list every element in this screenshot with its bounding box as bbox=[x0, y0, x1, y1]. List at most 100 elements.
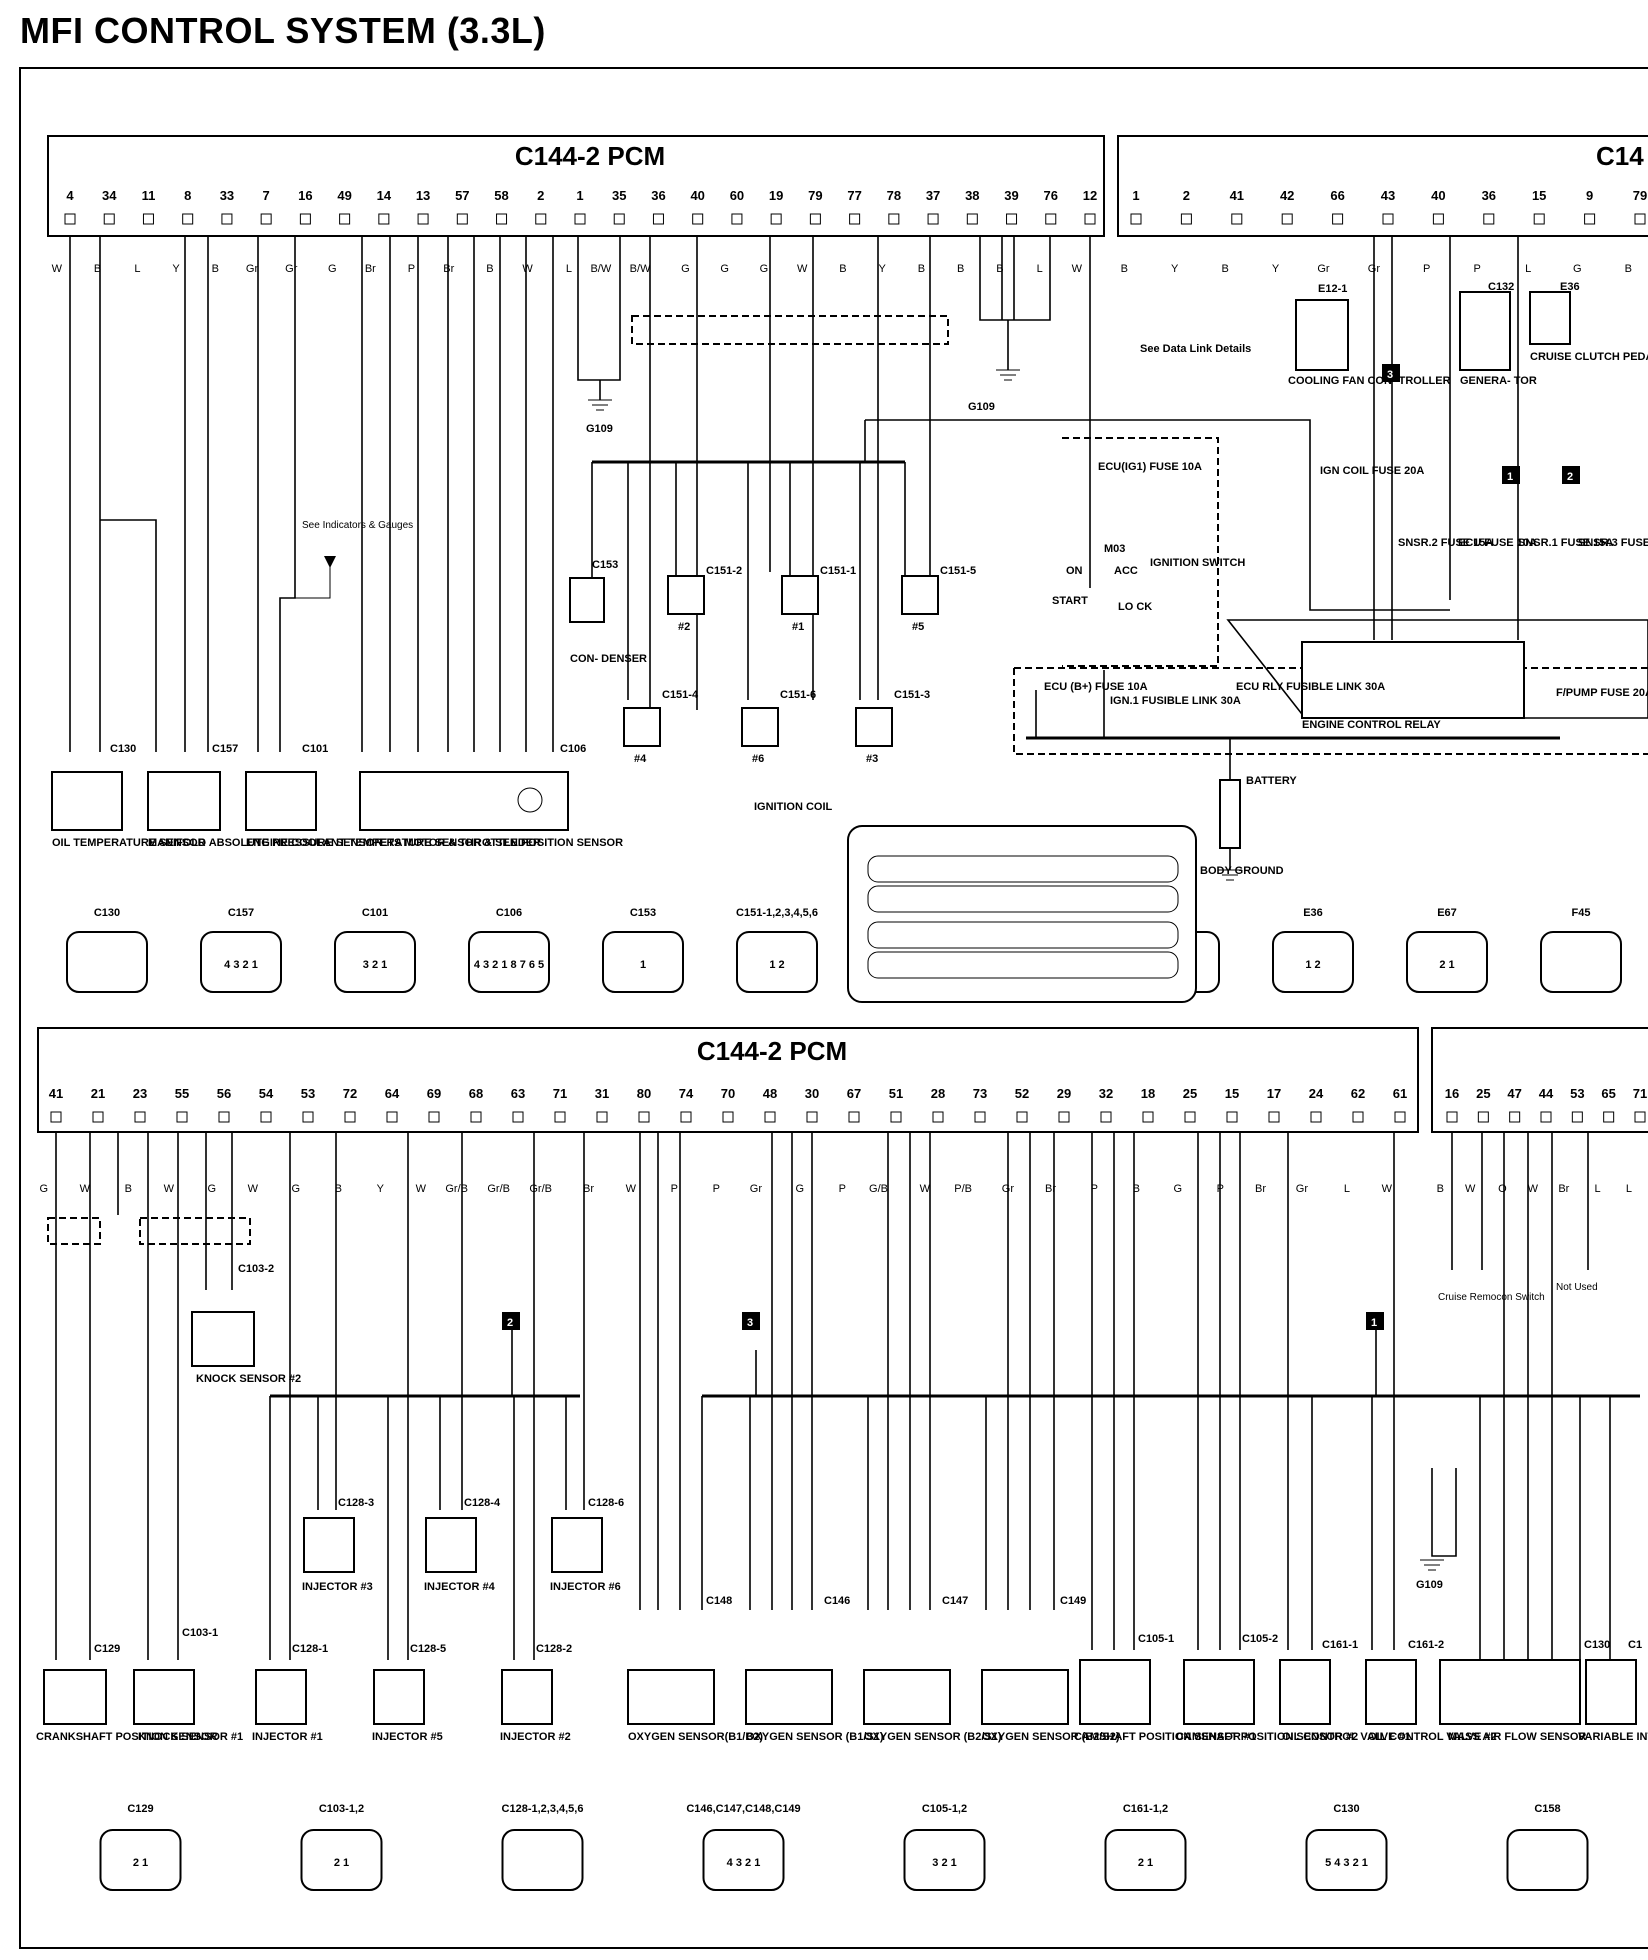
ocv1-box bbox=[1279, 1659, 1331, 1725]
top2-wire-color: P bbox=[1473, 263, 1480, 275]
bottom-wire-color: W bbox=[164, 1183, 175, 1195]
label-fuse-ign-coil: IGN COIL FUSE 20A bbox=[1320, 465, 1424, 477]
bottom-connector-pins: 2 1 bbox=[133, 1857, 148, 1869]
top-pin-terminal bbox=[142, 213, 154, 225]
label-c105-2: C105-2 bbox=[1242, 1633, 1278, 1645]
bottom2-pin-terminal bbox=[1634, 1111, 1646, 1123]
bottom-labels: Cruise Remocon Switch Not Used G109 KNOC… bbox=[36, 1263, 1648, 1743]
top-pin-terminal bbox=[1084, 213, 1096, 225]
label-c105-1: C105-1 bbox=[1138, 1633, 1174, 1645]
bottom2-wire-color: W bbox=[1465, 1183, 1476, 1195]
label-cruise-clutch: CRUISE CLUTCH PEDAL POSITION SWITCH bbox=[1530, 351, 1648, 363]
bottom-wire-color: W bbox=[1382, 1183, 1393, 1195]
bottom-connector-name: C103-1,2 bbox=[319, 1803, 364, 1815]
diagram-frame bbox=[19, 67, 1648, 1949]
top-wire-color: W bbox=[1072, 263, 1083, 275]
pcm2-top-label: C14 bbox=[1596, 141, 1644, 171]
label-g109-bottom: G109 bbox=[1416, 1579, 1443, 1591]
label-c151-4: C151-4 bbox=[662, 689, 699, 701]
bottom-wire-color: G bbox=[39, 1183, 48, 1195]
top-wire-color: B bbox=[94, 263, 101, 275]
label-c161-2: C161-2 bbox=[1408, 1639, 1444, 1651]
bottom-pin-row: 41G21W23B55W56G54W53G72B64Y69W68Gr/B63Gr… bbox=[39, 1086, 1407, 1195]
bottom-pin-21: 21 bbox=[91, 1086, 105, 1101]
label-coil-4: #4 bbox=[634, 753, 647, 765]
top2-pin-15: 15 bbox=[1532, 188, 1546, 203]
top-pin-terminal bbox=[221, 213, 233, 225]
top-pin-terminal bbox=[888, 213, 900, 225]
ets-motor-box bbox=[359, 771, 569, 831]
label-ets: ETS MOTOR & THROTTLE POSITION SENSOR bbox=[380, 837, 623, 849]
top-pin-19: 19 bbox=[769, 188, 783, 203]
coil-5-box bbox=[901, 575, 939, 615]
bottom-connector-name: C146,C147,C148,C149 bbox=[686, 1803, 800, 1815]
bottom-connector-name: C129 bbox=[127, 1803, 153, 1815]
marker-1-top bbox=[1502, 466, 1520, 484]
top-connector-name: C153 bbox=[630, 907, 656, 919]
bottom-pin-31: 31 bbox=[595, 1086, 609, 1101]
top-pin-terminal bbox=[456, 213, 468, 225]
bottom-wire-color: G bbox=[291, 1183, 300, 1195]
label-g109a: G109 bbox=[586, 423, 613, 435]
label-c151-2: C151-2 bbox=[706, 565, 742, 577]
label-inj5: INJECTOR #5 bbox=[372, 1731, 443, 1743]
top2-pin-terminal bbox=[1584, 213, 1596, 225]
top-wire-color: B bbox=[996, 263, 1003, 275]
label-inj2: INJECTOR #2 bbox=[500, 1731, 571, 1743]
marker-3-bottom bbox=[742, 1312, 760, 1330]
top-pin-terminal bbox=[1045, 213, 1057, 225]
label-fuse-ecu-rly: ECU RLY FUSIBLE LINK 30A bbox=[1236, 681, 1385, 693]
label-coil-6: #6 bbox=[752, 753, 764, 765]
top-connector-face bbox=[468, 931, 550, 993]
top2-pin-terminal bbox=[1382, 213, 1394, 225]
label-inj4: INJECTOR #4 bbox=[424, 1581, 496, 1593]
label-o2-b1s1: OXYGEN SENSOR (B1/S1) bbox=[746, 1731, 884, 1743]
bottom-wire-color: B bbox=[335, 1183, 342, 1195]
bottom-pin-terminal bbox=[1016, 1111, 1028, 1123]
label-c161-1: C161-1 bbox=[1322, 1639, 1358, 1651]
knock2-box bbox=[191, 1311, 255, 1367]
top-pin-36: 36 bbox=[651, 188, 665, 203]
top-pin-terminal bbox=[64, 213, 76, 225]
top-pin-terminal bbox=[613, 213, 625, 225]
top2-wire-color: Y bbox=[1171, 263, 1179, 275]
label-data-link: See Data Link Details bbox=[1140, 343, 1251, 355]
label-battery: BATTERY bbox=[1246, 775, 1297, 787]
bottom-pin-terminal bbox=[638, 1111, 650, 1123]
bottom-wire-color: W bbox=[920, 1183, 931, 1195]
bottom-wire-color: G bbox=[1173, 1183, 1182, 1195]
label-c129: C129 bbox=[94, 1643, 120, 1655]
top-pin-34: 34 bbox=[102, 188, 117, 203]
bottom-pin-64: 64 bbox=[385, 1086, 400, 1101]
bottom-pin-terminal bbox=[470, 1111, 482, 1123]
pcm-bottom-label: C144-2 PCM bbox=[697, 1036, 847, 1066]
bottom-connector-face bbox=[1506, 1829, 1589, 1891]
top-wire-color: B bbox=[486, 263, 493, 275]
bottom-pin-terminal bbox=[260, 1111, 272, 1123]
top-pin-57: 57 bbox=[455, 188, 469, 203]
top-pin-terminal bbox=[535, 213, 547, 225]
label-c103-2: C103-2 bbox=[238, 1263, 274, 1275]
bottom-connector-face bbox=[702, 1829, 785, 1891]
top-pin-terminal bbox=[731, 213, 743, 225]
top-pin-14: 14 bbox=[377, 188, 392, 203]
cmp2-box bbox=[1183, 1659, 1255, 1725]
bottom-pin-25: 25 bbox=[1183, 1086, 1197, 1101]
label-c106-top: C106 bbox=[560, 743, 586, 755]
top-pin-terminal bbox=[339, 213, 351, 225]
bottom2-pin-65: 65 bbox=[1601, 1086, 1615, 1101]
marker-2-bottom-text: 2 bbox=[507, 1317, 513, 1329]
marker-1-bottom-text: 1 bbox=[1371, 1317, 1377, 1329]
top-pin-terminal bbox=[378, 213, 390, 225]
label-c148: C148 bbox=[706, 1595, 732, 1607]
bottom-wire-color: Gr bbox=[1296, 1183, 1309, 1195]
label-o2-b1b2: OXYGEN SENSOR(B1/B2) bbox=[628, 1731, 763, 1743]
top-wire-color: B bbox=[918, 263, 925, 275]
bottom-pin-67: 67 bbox=[847, 1086, 861, 1101]
label-engine-relay: ENGINE CONTROL RELAY bbox=[1302, 719, 1441, 731]
top-pin-38: 38 bbox=[965, 188, 979, 203]
bottom-wire-color: L bbox=[1344, 1183, 1350, 1195]
vim-box bbox=[1585, 1659, 1637, 1725]
bottom-pin-terminal bbox=[932, 1111, 944, 1123]
